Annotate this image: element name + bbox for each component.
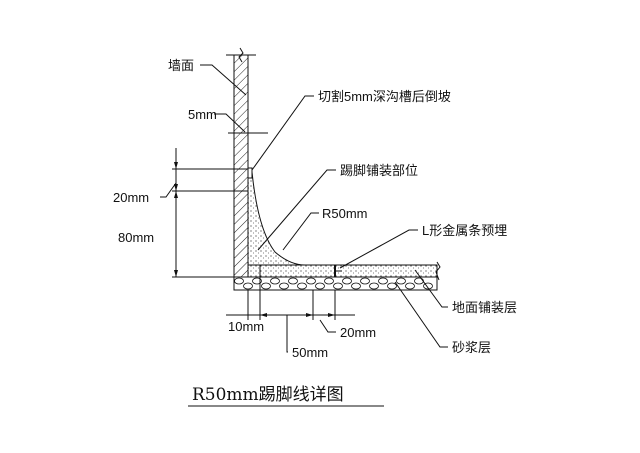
label-dim-80: 80mm [118, 230, 154, 245]
skirting-fill [247, 169, 306, 266]
mortar-stone [360, 277, 370, 285]
mortar-stone [342, 277, 352, 285]
mortar-stone [324, 277, 334, 285]
mortar-stone [270, 277, 280, 285]
mortar-stone [252, 277, 262, 285]
mortar-stone [306, 277, 316, 285]
mortar-stone [279, 282, 289, 290]
mortar-stone [387, 282, 397, 290]
mortar-stone [243, 282, 253, 290]
mortar-stone [234, 277, 244, 285]
label-wall-gap: 5mm [188, 107, 217, 122]
mortar-stone [315, 282, 325, 290]
groove [247, 167, 253, 179]
label-dim-10: 10mm [228, 319, 264, 334]
mortar-stone [297, 282, 307, 290]
mortar-stone [288, 277, 298, 285]
mortar-stone [405, 282, 415, 290]
mortar-stone [369, 282, 379, 290]
label-groove: 切割5mm深沟槽后倒坡 [318, 89, 451, 104]
label-wall: 墙面 [168, 58, 194, 73]
mortar-stone [378, 277, 388, 285]
mortar-stone [396, 277, 406, 285]
drawing-title: R50mm踢脚线详图 [192, 385, 344, 405]
label-dim-50: 50mm [292, 345, 328, 360]
label-dim-20-horizontal: 20mm [340, 325, 376, 340]
mortar-stone [333, 282, 343, 290]
label-mortar-layer: 砂浆层 [452, 340, 491, 355]
label-l-strip: L形金属条预埋 [422, 223, 507, 238]
label-floor-layer: 地面铺装层 [452, 300, 517, 315]
mortar-layer [233, 276, 438, 291]
mortar-stone [414, 277, 424, 285]
label-radius: R50mm [322, 206, 368, 221]
label-dim-20-vertical: 20mm [113, 190, 149, 205]
wall-section [233, 54, 249, 278]
mortar-stone [351, 282, 361, 290]
label-skirting-area: 踢脚铺装部位 [340, 163, 418, 178]
mortar-stone [261, 282, 271, 290]
